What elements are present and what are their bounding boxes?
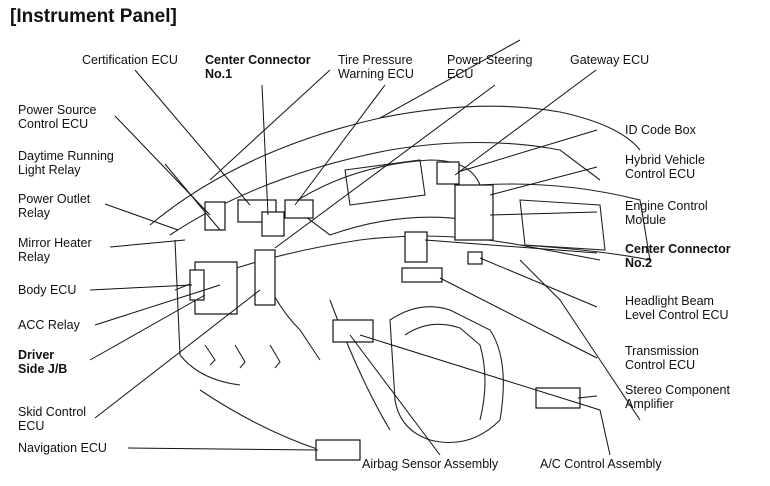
leader-stereo — [577, 395, 598, 399]
hybrid-ecu-box — [454, 184, 494, 241]
leader-ac-control — [599, 409, 611, 456]
leader-driver-side-jb — [89, 294, 206, 361]
pedal-1 — [204, 344, 216, 366]
center-connector-2-box — [404, 231, 428, 263]
id-code-box — [436, 161, 460, 185]
leader-mirror-heater — [109, 239, 186, 248]
left-panel — [174, 239, 241, 386]
leader-tire-pressure — [294, 84, 386, 206]
leader-acc-relay — [94, 284, 221, 326]
label-ac-control-assembly: A/C Control Assembly — [540, 457, 662, 471]
dash-upper-surface — [169, 141, 601, 236]
leader-gateway — [454, 69, 597, 176]
label-airbag-sensor-assembly: Airbag Sensor Assembly — [362, 457, 499, 471]
body-ecu-box — [189, 269, 205, 301]
leader-power-steering — [274, 84, 496, 249]
power-source-box — [204, 201, 226, 231]
leader-engine-control — [489, 211, 598, 216]
label-acc-relay: ACC Relay — [18, 318, 80, 332]
label-body-ecu: Body ECU — [18, 283, 77, 297]
leader-navigation — [127, 447, 319, 451]
leader-certification — [134, 69, 251, 206]
transmission-box — [401, 267, 443, 283]
leader-transmission — [439, 277, 598, 359]
windshield-edge — [209, 39, 521, 181]
airbag-sensor-box — [332, 319, 374, 343]
leader-headlight-beam — [479, 257, 598, 308]
leader-center-connector-2 — [424, 239, 598, 254]
console-inner — [404, 323, 486, 421]
diagram-title: [Instrument Panel] — [10, 6, 177, 27]
label-certification-ecu: Certification ECU — [82, 53, 178, 67]
instrument-cluster-hood — [289, 159, 481, 236]
glovebox — [519, 199, 606, 251]
pedal-3 — [269, 344, 281, 369]
center-console — [389, 306, 504, 444]
leader-power-outlet — [104, 203, 179, 231]
tire-pressure-box — [284, 199, 314, 219]
leader-ac-control-2 — [359, 334, 601, 411]
headlight-beam-box — [467, 251, 483, 265]
label-gateway-ecu: Gateway ECU — [570, 53, 650, 67]
navigation-ecu-box — [315, 439, 361, 461]
center-connector-1-box — [261, 211, 285, 237]
leader-id-code — [457, 129, 598, 173]
floor-line — [199, 299, 391, 451]
leader-daytime-running — [164, 163, 221, 231]
pedal-2 — [234, 344, 246, 369]
leader-center-connector-1 — [261, 84, 269, 216]
label-navigation-ecu: Navigation ECU — [18, 441, 107, 455]
dashboard-top-outline — [149, 105, 641, 226]
skid-control-box — [254, 249, 276, 306]
seat-outline — [519, 259, 641, 421]
leader-skid-control — [94, 289, 261, 419]
label-id-code-box: ID Code Box — [625, 123, 696, 137]
stereo-amp-box — [535, 387, 581, 409]
leader-airbag — [349, 334, 441, 456]
leader-body-ecu — [89, 284, 193, 291]
leader-hybrid — [489, 166, 598, 196]
